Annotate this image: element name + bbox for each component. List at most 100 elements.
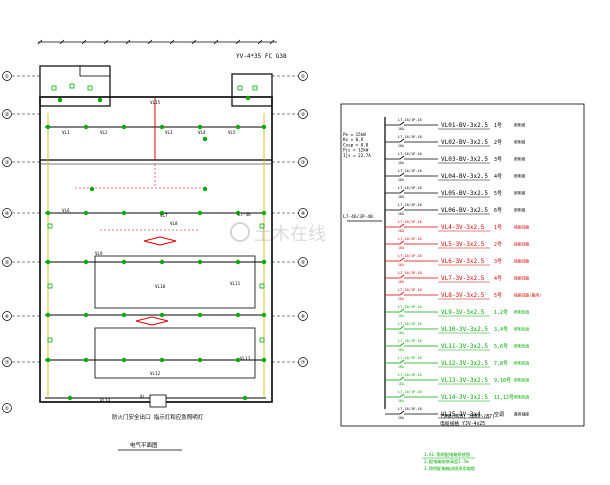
axis-label-right: ③ xyxy=(301,160,306,166)
light-fixture xyxy=(45,210,51,216)
plan-wiring xyxy=(40,98,272,399)
light-fixture xyxy=(83,312,89,318)
circuit-phase: 4号 xyxy=(494,276,502,282)
breaker-switch xyxy=(399,376,405,381)
circuit-code: VL14-3V-3x2.5 xyxy=(441,394,488,401)
light-fixture xyxy=(242,395,248,401)
outer-wall xyxy=(39,96,273,403)
circuit-phase: 6号 xyxy=(494,208,502,214)
breaker-rating: 16A xyxy=(398,314,404,318)
dimension-tick xyxy=(37,39,43,45)
axis-label-right: ① xyxy=(301,74,306,80)
light-fixture xyxy=(83,357,89,363)
axis-label-right: ⑦ xyxy=(301,360,306,366)
circuit-code: VL15-3V-3x4 xyxy=(441,411,481,418)
axis-label-right: ④ xyxy=(301,211,306,217)
panel-frame xyxy=(340,103,585,427)
plan-title: 电气平面图 xyxy=(130,441,158,449)
axis-bubble-left xyxy=(2,357,12,367)
axis-bubble-left xyxy=(2,157,12,167)
breaker-label: L7-16/1P-16 xyxy=(398,322,422,326)
breaker-label: L7-16/1P-16 xyxy=(398,288,422,292)
breaker-label: L7-16/1P-16 xyxy=(398,152,422,156)
breaker-label: L7-16/1P-16 xyxy=(398,305,422,309)
circuit-code: VL11-3V-3x2.5 xyxy=(441,343,488,350)
circuit-phase: 空调 xyxy=(494,411,504,418)
axis-bubble-right xyxy=(298,71,308,81)
breaker-label: L7-16/1P-16 xyxy=(398,118,422,122)
light-fixture xyxy=(121,312,127,318)
circuit-phase: 9,10号 xyxy=(494,378,511,384)
plan-label: VL7 xyxy=(160,213,168,218)
circuit-desc: 照明用 xyxy=(514,174,526,179)
light-fixture xyxy=(159,210,165,216)
breaker-rating: 16A xyxy=(398,348,404,352)
breaker-label: L7-16/1P-16 xyxy=(398,339,422,343)
breaker-label: L7-16/1P-16 xyxy=(398,237,422,241)
feed-label: L7-46/3P-40 xyxy=(343,214,373,220)
circuit-code: VL02-BV-3x2.5 xyxy=(441,139,488,146)
circuit-code: VL8-3V-3x2.5 xyxy=(441,292,485,299)
circuit-desc: 照明用 xyxy=(514,191,526,196)
circuit-code: VL05-BV-3x2.5 xyxy=(441,190,488,197)
light-fixture xyxy=(261,357,267,363)
dimension-tick xyxy=(213,39,219,45)
axis-label-left: ④ xyxy=(5,211,10,217)
axis-bubble-left xyxy=(2,71,12,81)
plan-label: VL4 xyxy=(198,130,206,135)
breaker-switch xyxy=(399,342,405,347)
light-fixture xyxy=(45,357,51,363)
watermark: 土木在线 xyxy=(230,222,326,245)
axis-label-right: ⑥ xyxy=(301,314,306,320)
breaker-switch xyxy=(399,240,405,245)
axis-bubble-right xyxy=(298,357,308,367)
breaker-rating: 16A xyxy=(398,246,404,250)
light-fixture xyxy=(197,210,203,216)
breaker-label: L7-16/1P-16 xyxy=(398,390,422,394)
light-fixture xyxy=(197,259,203,265)
plan-label: VL11 xyxy=(230,281,241,286)
circuit-desc: 照明风扇 xyxy=(514,344,529,349)
breaker-rating: 16A xyxy=(398,263,404,267)
light-fixture xyxy=(67,395,73,401)
light-fixture xyxy=(83,210,89,216)
breaker-rating: 16A xyxy=(398,365,404,369)
light-fixture xyxy=(121,124,127,130)
axis-label-left: ⑥ xyxy=(5,314,10,320)
circuit-phase: 3号 xyxy=(494,157,502,163)
ceiling-fan-symbol xyxy=(143,236,177,246)
circuit-code: VL6-3V-3x2.5 xyxy=(441,258,485,265)
light-fixture xyxy=(45,259,51,265)
circuit-code: VL06-BV-3x2.5 xyxy=(441,207,488,214)
light-fixture xyxy=(83,124,89,130)
circuit-desc: 插座回路 xyxy=(514,242,529,247)
breaker-rating: 16A xyxy=(398,399,404,403)
dimension-tick xyxy=(147,39,153,45)
switch-symbol xyxy=(252,85,258,91)
light-fixture xyxy=(45,124,51,130)
circuit-phase: 7,8号 xyxy=(494,361,508,367)
light-fixture xyxy=(261,124,267,130)
plan-label: VL8 xyxy=(170,221,178,226)
dimension-tick xyxy=(257,39,263,45)
circuit-desc: 照明风扇 xyxy=(514,327,529,332)
light-fixture xyxy=(235,210,241,216)
light-fixture xyxy=(235,259,241,265)
light-fixture xyxy=(202,136,208,142)
breaker-switch xyxy=(399,121,405,126)
breaker-label: L7-16/1P-16 xyxy=(398,271,422,275)
breaker-switch xyxy=(399,206,405,211)
breaker-switch xyxy=(399,138,405,143)
dimension-tick xyxy=(59,39,65,45)
panel-header-line: Ijs = 22.7A xyxy=(343,153,371,158)
circuit-desc: 照明风扇 xyxy=(514,378,529,383)
plan-label: VL12 xyxy=(150,371,161,376)
circuit-code: VL01-BV-3x2.5 xyxy=(441,122,488,129)
dimension-tick xyxy=(235,39,241,45)
dimension-tick xyxy=(81,39,87,45)
plan-top-label: YV-4*35 FC G38 xyxy=(236,53,287,60)
axis-bubble-left xyxy=(2,403,12,413)
